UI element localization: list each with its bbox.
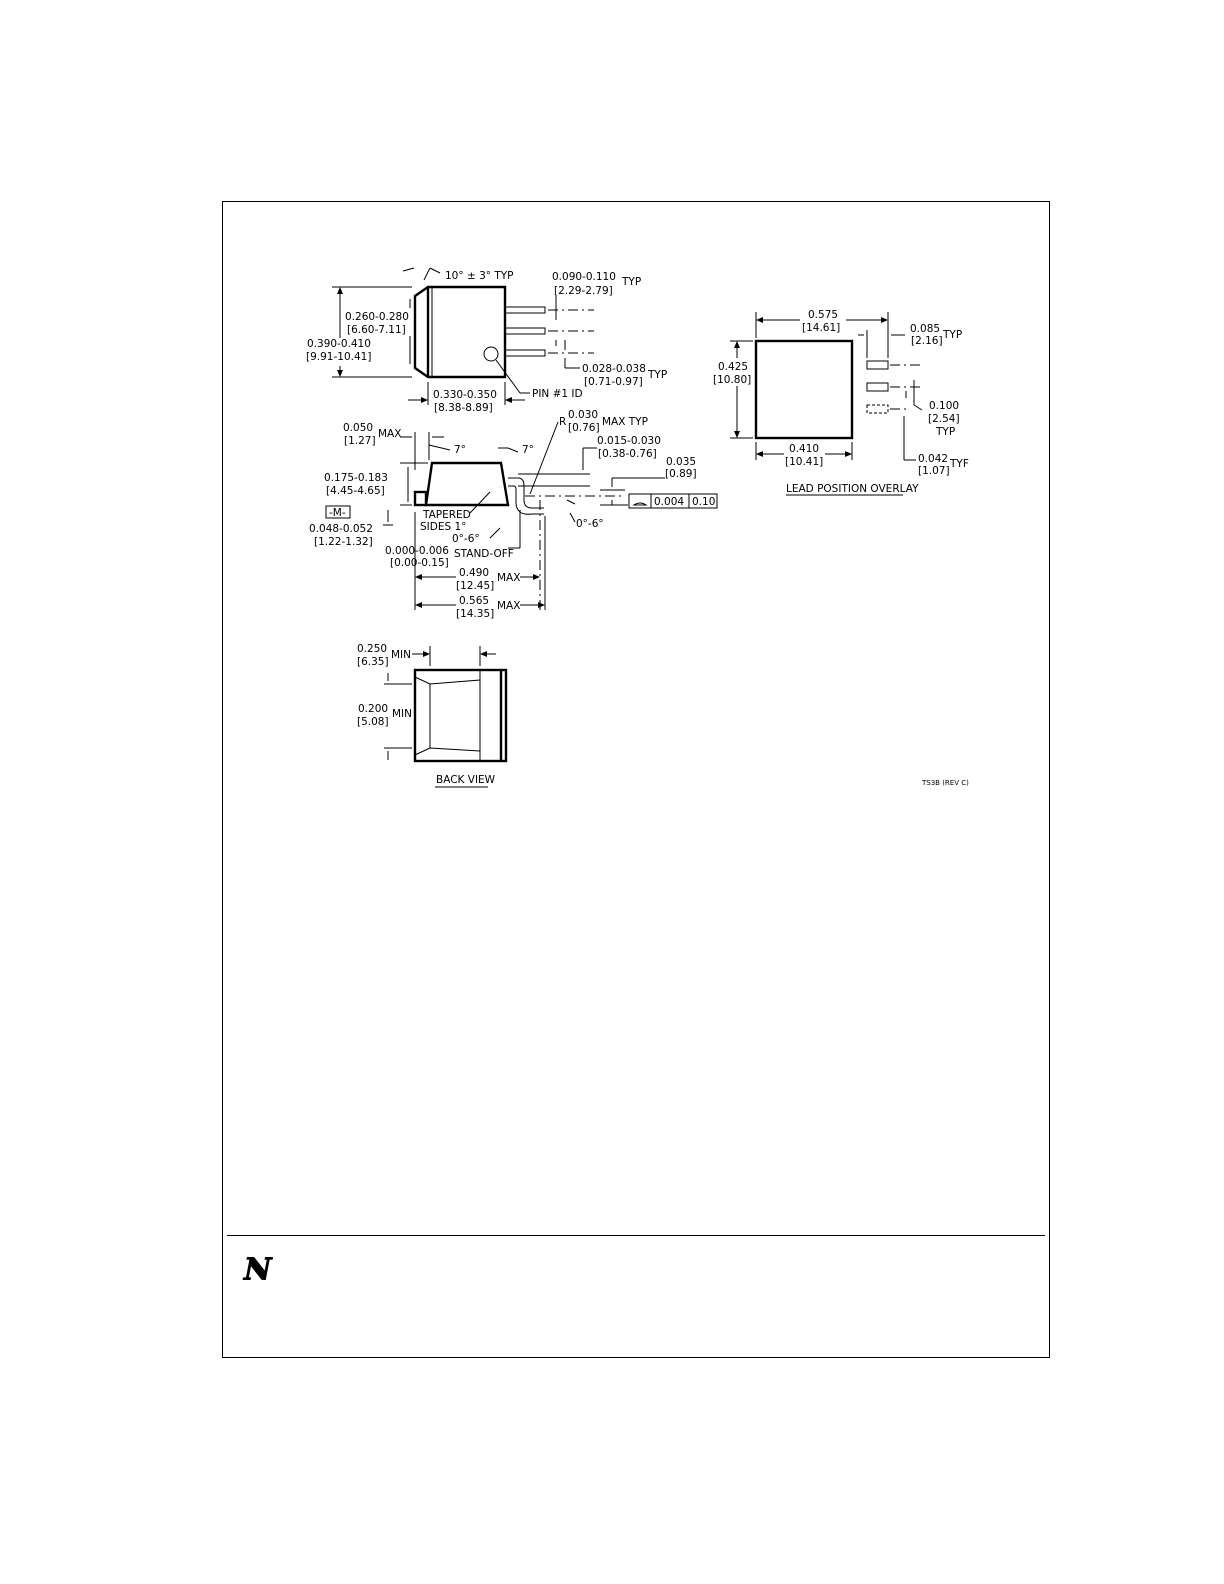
top-view [332,267,594,405]
overlay-lead-length-label: 0.085 [910,323,940,335]
profile-symbol-icon [632,502,648,506]
company-logo-icon: ɴ [242,1240,274,1291]
foot-length-mm-label: [0.89] [665,468,697,480]
lead-thickness-mm-label: [0.38-0.76] [598,448,657,460]
overlay-height-label: 0.425 [718,361,748,373]
foot-length-label: 0.035 [666,456,696,468]
lead-width-typ-label: TYP [647,369,667,381]
tapered-sides-label: SIDES 1° [420,521,466,533]
overlay-lead-length-typ-label: TYP [942,329,962,341]
standoff-label: 0.000-0.006 [385,545,449,557]
length-2-label: 0.565 [459,595,489,607]
overlay-inner-width-mm-label: [10.41] [785,456,823,468]
datum-m-frame [325,505,351,519]
lead-pitch-mm-label: [2.29-2.79] [554,285,613,297]
tapered-label: TAPERED [422,509,471,521]
overlay-width-label: 0.575 [808,309,838,321]
back-view-labels: 0.250 MIN [6.35] 0.200 MIN [5.08] BACK V… [357,643,496,786]
lead-position-overlay [730,312,923,496]
side-view [325,421,718,610]
tab-angle-label: 10° ± 3° TYP [445,270,514,282]
coplanarity-inch-label: 0.004 [654,496,684,508]
tab-thickness-label: 0.048-0.052 [309,523,373,535]
overlay-pitch-mm-label: [2.54] [928,413,960,425]
overlay-lead-width-label: 0.042 [918,453,948,465]
back-height-min-label: MIN [392,708,412,720]
radius-label: 0.030 [568,409,598,421]
back-height-mm-label: [5.08] [357,716,389,728]
lead-width-mm-label: [0.71-0.97] [584,376,643,388]
overlay-lead-length-mm-label: [2.16] [911,335,943,347]
height-label: 0.175-0.183 [324,472,388,484]
overhang-label: 0.050 [343,422,373,434]
datum-m-label: -M- [329,507,346,519]
lead-width-label: 0.028-0.038 [582,363,646,375]
overlay-lead-width-mm-label: [1.07] [918,465,950,477]
drawing-frame [222,201,1050,1358]
lead-thickness-label: 0.015-0.030 [597,435,661,447]
overlay-pitch-typ-label: TYP [935,426,955,438]
back-view-caption: BACK VIEW [436,774,496,786]
overhang-max-label: MAX [378,428,401,440]
back-width-label: 0.250 [357,643,387,655]
pin1-marker-icon [483,346,499,362]
length-2-mm-label: [14.35] [456,608,494,620]
body-length-label: 0.330-0.350 [433,389,497,401]
drawing-id-label: TS3B (REV C) [921,779,969,787]
radius-prefix-label: R [559,416,566,428]
draft-left-label: 7° [454,444,466,456]
length-2-max-label: MAX [497,600,520,612]
draft-right-label: 7° [522,444,534,456]
back-height-label: 0.200 [358,703,388,715]
overlay-width-mm-label: [14.61] [802,322,840,334]
back-width-min-label: MIN [391,649,411,661]
length-1-label: 0.490 [459,567,489,579]
overlay-caption: LEAD POSITION OVERLAY [786,483,919,495]
foot-angle-label-1: 0°-6° [452,533,480,545]
footer-divider [227,1235,1045,1236]
top-view-labels: 10° ± 3° TYP 0.090-0.110 TYP [2.29-2.79]… [306,270,667,414]
side-view-labels: 0.050 MAX [1.27] 7° 7° R 0.030 MAX TYP [… [309,409,715,620]
length-1-max-label: MAX [497,572,520,584]
foot-angle-label-2: 0°-6° [576,518,604,530]
coplanarity-frame [628,493,718,509]
body-width-label: 0.390-0.410 [307,338,371,350]
body-length-mm-label: [8.38-8.89] [434,402,493,414]
lead-pitch-typ-label: TYP [621,276,641,288]
tab-thickness-mm-label: [1.22-1.32] [314,536,373,548]
coplanarity-mm-label: 0.10 [692,496,715,508]
standoff-mm-label: [0.00-0.15] [390,557,449,569]
overlay-height-mm-label: [10.80] [713,374,751,386]
back-width-mm-label: [6.35] [357,656,389,668]
body-width-mm-label: [9.91-10.41] [306,351,371,363]
radius-note-label: MAX TYP [602,416,648,428]
back-view [384,646,508,788]
lead-pitch-label: 0.090-0.110 [552,271,616,283]
radius-mm-label: [0.76] [568,422,600,434]
pin1-label: PIN #1 ID [532,388,583,400]
overhang-mm-label: [1.27] [344,435,376,447]
overlay-inner-width-label: 0.410 [789,443,819,455]
overlay-labels: 0.575 [14.61] 0.085 TYP [2.16] 0.425 [10… [713,309,969,495]
overlay-lead-width-typ-label: TYF [949,458,969,470]
tab-width-mm-label: [6.60-7.11] [347,324,406,336]
overlay-pitch-label: 0.100 [929,400,959,412]
tab-width-label: 0.260-0.280 [345,311,409,323]
standoff-note-label: STAND-OFF [454,548,514,560]
length-1-mm-label: [12.45] [456,580,494,592]
height-mm-label: [4.45-4.65] [326,485,385,497]
